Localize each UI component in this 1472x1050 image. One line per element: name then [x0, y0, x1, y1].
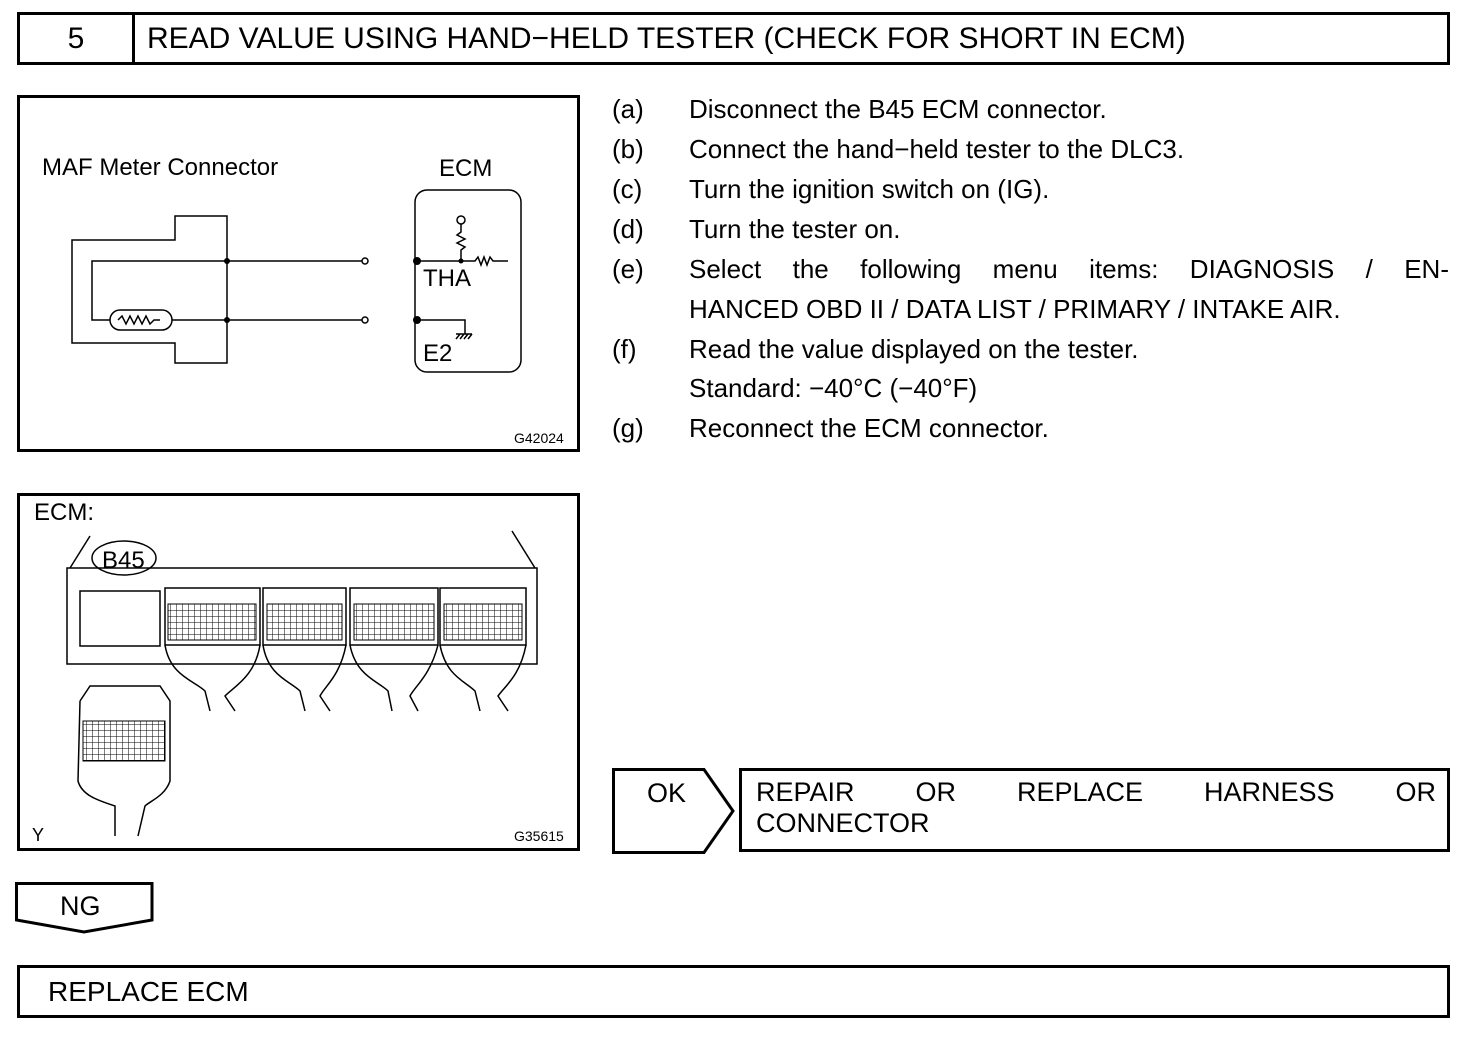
- ok-arrow: [612, 768, 735, 854]
- step-text: Turn the ignition switch on (IG).: [689, 174, 1050, 204]
- e2-terminal-label: E2: [423, 340, 453, 367]
- step-text: Turn the tester on.: [689, 214, 901, 244]
- circuit-diagram: MAF Meter Connector ECM THA E2 G42024: [17, 95, 580, 452]
- ecm-connector-illustration: ECM: B45 Y G35615: [17, 493, 580, 851]
- ecm-drawing: [66, 530, 538, 837]
- step-number: 5: [20, 15, 135, 62]
- ng-label: NG: [60, 891, 101, 921]
- step-label: (d): [612, 214, 644, 244]
- step-header: 5 READ VALUE USING HAND−HELD TESTER (CHE…: [17, 12, 1450, 65]
- step-title: READ VALUE USING HAND−HELD TESTER (CHECK…: [147, 22, 1186, 55]
- step-label: (b): [612, 134, 644, 164]
- step-label: (f): [612, 334, 637, 364]
- step-label: (c): [612, 174, 643, 204]
- step-label: (g): [612, 413, 644, 443]
- figure-code: G35615: [514, 828, 564, 844]
- figure-code: G42024: [514, 430, 564, 446]
- ok-result-text: REPAIR OR REPLACE HARNESS OR: [756, 777, 1436, 807]
- maf-connector-label: MAF Meter Connector: [42, 154, 279, 181]
- circuit-drawing: [71, 189, 522, 373]
- standard-text: Standard: −40°C (−40°F): [689, 373, 978, 403]
- step-text: Reconnect the ECM connector.: [689, 413, 1049, 443]
- final-action-box: REPLACE ECM: [17, 965, 1450, 1018]
- step-label: (a): [612, 94, 644, 124]
- step-label: (e): [612, 254, 644, 284]
- ok-result-box: REPAIR OR REPLACE HARNESS OR CONNECTOR: [739, 768, 1450, 852]
- ok-label: OK: [647, 778, 687, 808]
- ecm-label: ECM:: [34, 499, 94, 526]
- step-text-continued: HANCED OBD II / DATA LIST / PRIMARY / IN…: [689, 294, 1341, 324]
- ok-result-text-continued: CONNECTOR: [756, 808, 930, 838]
- tha-terminal-label: THA: [423, 265, 471, 292]
- step-text: Select the following menu items: DIAGNOS…: [689, 254, 1449, 284]
- step-text: Read the value displayed on the tester.: [689, 334, 1139, 364]
- step-text: Connect the hand−held tester to the DLC3…: [689, 134, 1185, 164]
- corner-label: Y: [32, 825, 45, 845]
- step-text: Disconnect the B45 ECM connector.: [689, 94, 1107, 124]
- final-action-text: REPLACE ECM: [48, 976, 249, 1007]
- ng-arrow: [15, 882, 154, 934]
- b45-connector-label: B45: [102, 547, 145, 574]
- ecm-label: ECM: [439, 155, 493, 182]
